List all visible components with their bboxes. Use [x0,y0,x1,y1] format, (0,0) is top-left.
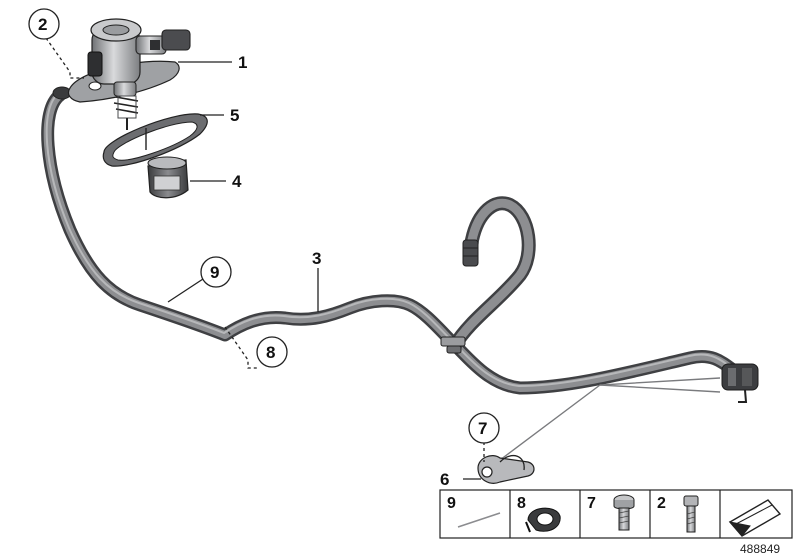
bracket-clamp [477,454,535,484]
torx-screw-icon [613,494,635,531]
legend-number-2: 2 [657,495,666,512]
callout-9: 9 [210,263,219,282]
callout-8: 8 [266,343,275,362]
callout-2: 2 [38,15,47,34]
legend-number-9: 9 [447,495,456,512]
high-pressure-pump [67,18,191,130]
hose-clamp-icon [525,507,561,533]
callout-6: 6 [440,470,449,489]
document-number: 488849 [740,542,780,556]
legend-number-8: 8 [517,495,526,512]
fuel-line [41,86,759,461]
quick-connector [721,363,759,403]
hex-bolt-icon [683,495,699,533]
callout-3: 3 [312,249,321,268]
leader-lines [45,37,485,480]
legend-number-7: 7 [587,495,596,512]
arrow-symbol-icon [728,499,782,537]
parts-legend: 9 8 7 2 [439,489,793,539]
cable-tie-icon [457,512,501,528]
callout-4: 4 [232,172,242,191]
roller-tappet [147,156,189,199]
callouts: 1 5 4 3 6 2 9 8 7 [28,8,500,489]
callout-7: 7 [478,419,487,438]
callout-1: 1 [238,53,247,72]
gasket-ring [102,113,208,167]
callout-5: 5 [230,106,239,125]
